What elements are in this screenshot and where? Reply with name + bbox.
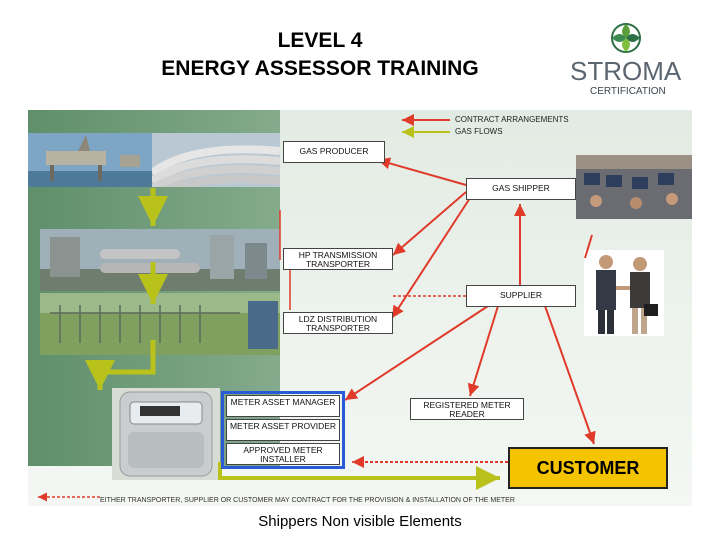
registered-meter-reader-box: REGISTERED METER READER xyxy=(410,398,524,420)
gas-producer-box: GAS PRODUCER xyxy=(283,141,385,163)
supplier-box: SUPPLIER xyxy=(466,285,576,307)
gas-flow-arrow-3 xyxy=(100,340,153,390)
hp-transmission-box: HP TRANSMISSION TRANSPORTER xyxy=(283,248,393,270)
footer-note: EITHER TRANSPORTER, SUPPLIER OR CUSTOMER… xyxy=(100,497,515,504)
contract-shipper-hp xyxy=(393,192,466,255)
slide-caption: Shippers Non visible Elements xyxy=(0,513,720,530)
contract-supplier-reader xyxy=(470,306,498,396)
contract-shipper-ldz xyxy=(392,198,470,318)
ldz-distribution-box: LDZ DISTRIBUTION TRANSPORTER xyxy=(283,312,393,334)
customer-box: CUSTOMER xyxy=(508,447,668,489)
contract-shipper-producer xyxy=(378,160,466,185)
contract-supplier-customer xyxy=(545,306,594,444)
meter-asset-manager-box: METER ASSET MANAGER xyxy=(226,395,340,417)
legend-contract-label: CONTRACT ARRANGEMENTS xyxy=(455,115,569,124)
contract-supplier-handshake xyxy=(585,235,592,258)
approved-meter-installer-box: APPROVED METER INSTALLER xyxy=(226,443,340,465)
gas-shipper-box: GAS SHIPPER xyxy=(466,178,576,200)
legend-gas-label: GAS FLOWS xyxy=(455,127,503,136)
meter-asset-provider-box: METER ASSET PROVIDER xyxy=(226,419,340,441)
